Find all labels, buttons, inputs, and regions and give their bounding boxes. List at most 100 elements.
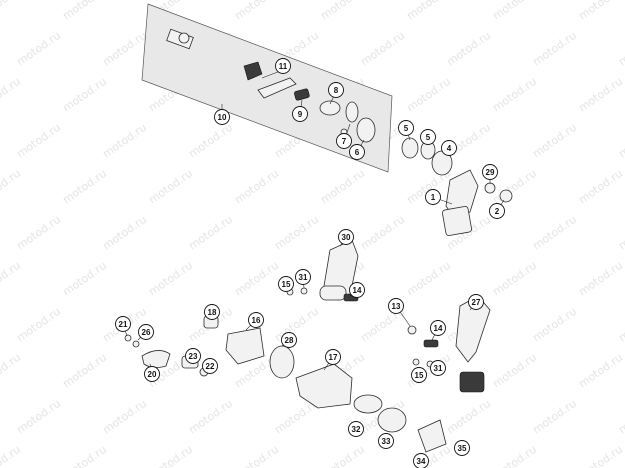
watermark-text: motod.ru	[232, 0, 281, 22]
callout-circle	[144, 366, 160, 382]
callout-4: 4	[441, 140, 457, 156]
watermark-text: motod.ru	[0, 167, 23, 207]
middle-assembly	[286, 239, 359, 302]
callout-circle	[378, 433, 394, 449]
watermark-text: motod.ru	[576, 443, 625, 468]
callout-5b: 5	[420, 129, 436, 145]
callout-circle	[413, 453, 429, 468]
watermark-text: motod.ru	[576, 0, 625, 22]
callout-label: 34	[417, 457, 426, 466]
callout-label: 18	[208, 308, 217, 317]
callout-9: 9	[292, 106, 308, 122]
watermark-text: motod.ru	[146, 443, 195, 468]
callout-circle	[295, 269, 311, 285]
watermark-text: motod.ru	[60, 259, 109, 299]
callout-label: 21	[119, 320, 128, 329]
watermark-text: motod.ru	[444, 29, 493, 69]
callout-label: 31	[434, 364, 443, 373]
callout-label: 33	[382, 437, 391, 446]
watermark-text: motod.ru	[100, 397, 149, 437]
callout-2: 2	[489, 203, 505, 219]
callout-17: 17	[325, 349, 341, 365]
watermark-text: motod.ru	[530, 29, 579, 69]
callout-20: 20	[144, 366, 160, 382]
watermark-text: motod.ru	[530, 213, 579, 253]
watermark-text: motod.ru	[530, 397, 579, 437]
callout-34: 34	[413, 453, 429, 468]
callout-31b: 31	[430, 360, 446, 376]
callout-circle	[411, 367, 427, 383]
callout-13: 13	[388, 298, 404, 314]
watermark-text: motod.ru	[616, 121, 625, 161]
callout-label: 11	[279, 62, 288, 71]
callout-label: 16	[252, 316, 261, 325]
callout-27: 27	[468, 294, 484, 310]
callout-label: 2	[495, 207, 500, 216]
callout-circle	[281, 332, 297, 348]
callout-circle	[420, 129, 436, 145]
callout-16: 16	[248, 312, 264, 328]
watermark-text: motod.ru	[0, 351, 23, 391]
watermark-text: motod.ru	[186, 213, 235, 253]
callout-label: 13	[392, 302, 401, 311]
watermark-text: motod.ru	[14, 121, 63, 161]
callout-label: 14	[434, 324, 443, 333]
callout-circle	[441, 140, 457, 156]
callout-label: 35	[458, 444, 467, 453]
watermark-text: motod.ru	[490, 0, 539, 22]
callout-label: 23	[189, 352, 198, 361]
watermark-text: motod.ru	[232, 167, 281, 207]
watermark-text: motod.ru	[576, 351, 625, 391]
callout-14a: 14	[349, 282, 365, 298]
watermark-text: motod.ru	[100, 121, 149, 161]
panel-parts	[166, 28, 376, 143]
watermark-text: motod.ru	[404, 259, 453, 299]
callout-circle	[430, 360, 446, 376]
watermark-text: motod.ru	[100, 213, 149, 253]
watermark-text: motod.ru	[232, 259, 281, 299]
callout-circle	[115, 316, 131, 332]
callout-circle	[489, 203, 505, 219]
watermark-text: motod.ru	[14, 305, 63, 345]
watermark-text: motod.ru	[358, 213, 407, 253]
right-middle-assembly	[407, 295, 491, 393]
callout-31a: 31	[295, 269, 311, 285]
watermark-text: motod.ru	[14, 397, 63, 437]
callout-circle	[338, 229, 354, 245]
callout-label: 4	[447, 144, 452, 153]
watermark-text: motod.ru	[444, 397, 493, 437]
callout-label: 32	[352, 425, 361, 434]
watermark-text: motod.ru	[404, 351, 453, 391]
callout-7: 7	[336, 133, 352, 149]
callout-18: 18	[204, 304, 220, 320]
callout-label: 30	[342, 233, 351, 242]
callout-circle	[292, 106, 308, 122]
watermark-text: motod.ru	[490, 75, 539, 115]
watermark-text: motod.ru	[272, 213, 321, 253]
callout-circle	[468, 294, 484, 310]
watermark-text: motod.ru	[0, 75, 23, 115]
watermark-text: motod.ru	[14, 213, 63, 253]
callout-circle	[336, 133, 352, 149]
watermark-text: motod.ru	[358, 29, 407, 69]
watermark-text: motod.ru	[60, 75, 109, 115]
callout-5a: 5	[398, 120, 414, 136]
watermark-text: motod.ru	[0, 259, 23, 299]
watermark-text: motod.ru	[490, 259, 539, 299]
callout-23: 23	[185, 348, 201, 364]
callout-circle	[248, 312, 264, 328]
watermark-text: motod.ru	[146, 167, 195, 207]
watermark-text: motod.ru	[232, 443, 281, 468]
watermark-text: motod.ru	[60, 351, 109, 391]
lower-left-assembly	[124, 315, 447, 453]
callout-label: 17	[329, 353, 338, 362]
callout-circle	[325, 349, 341, 365]
callout-label: 5	[426, 133, 431, 142]
callout-circle	[138, 324, 154, 340]
callout-26: 26	[138, 324, 154, 340]
watermark-text: motod.ru	[616, 213, 625, 253]
callout-label: 31	[299, 273, 308, 282]
callout-circle	[348, 421, 364, 437]
callout-label: 8	[334, 86, 339, 95]
